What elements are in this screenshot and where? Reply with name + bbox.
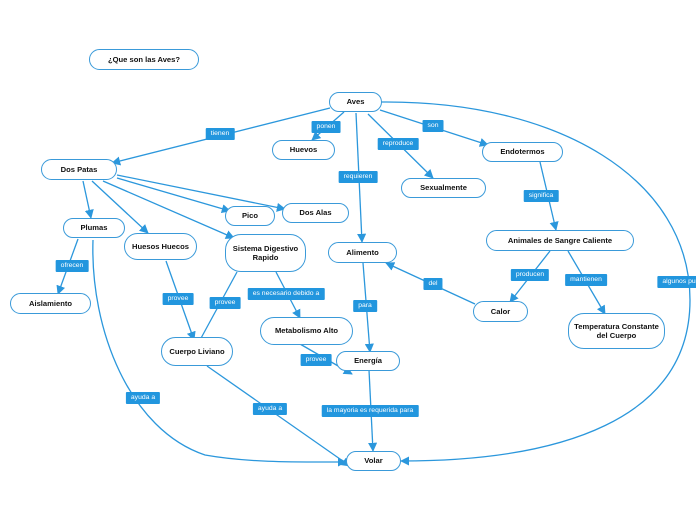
label-es-necesario: es necesario debido a [247, 288, 325, 300]
label-ayuda-cuerpo: ayuda a [252, 403, 288, 415]
label-ayuda-plumas: ayuda a [125, 392, 161, 404]
node-alimento[interactable]: Alimento [328, 242, 397, 263]
label-requieren: requieren [338, 171, 378, 183]
node-metabolismo-alto[interactable]: Metabolismo Alto [260, 317, 353, 345]
node-calor[interactable]: Calor [473, 301, 528, 322]
node-aves[interactable]: Aves [329, 92, 382, 112]
node-animales-sangre-caliente[interactable]: Animales de Sangre Caliente [486, 230, 634, 251]
node-temperatura-constante[interactable]: Temperatura Constante del Cuerpo [568, 313, 665, 349]
node-question[interactable]: ¿Que son las Aves? [89, 49, 199, 70]
label-producen: producen [510, 269, 550, 281]
node-plumas[interactable]: Plumas [63, 218, 125, 238]
node-dos-alas[interactable]: Dos Alas [282, 203, 349, 223]
node-huesos-huecos[interactable]: Huesos Huecos [124, 233, 197, 260]
label-reproduce: reproduce [377, 138, 419, 150]
label-ponen: ponen [311, 121, 341, 133]
edge-patas-alas [116, 174, 286, 212]
node-pico[interactable]: Pico [225, 206, 275, 226]
label-mantienen: mantienen [565, 274, 607, 286]
edge-patas-pico [116, 177, 231, 214]
node-energia[interactable]: Energía [336, 351, 400, 371]
label-provee-metabolismo: provee [300, 354, 332, 366]
node-cuerpo-liviano[interactable]: Cuerpo Liviano [161, 337, 233, 366]
label-provee-sistema: provee [209, 297, 241, 309]
label-provee-huesos: provee [162, 293, 194, 305]
label-mayoria: la mayoria es requerida para [321, 405, 419, 417]
node-sistema-digestivo[interactable]: Sistema Digestivo Rapido [225, 234, 306, 272]
edge-patas-plumas [82, 180, 94, 219]
node-aislamiento[interactable]: Aislamiento [10, 293, 91, 314]
node-dos-patas[interactable]: Dos Patas [41, 159, 117, 180]
label-tienen: tienen [205, 128, 235, 140]
edge-plumas-volar [92, 239, 347, 467]
edge-cuerpo-volar [206, 365, 351, 467]
label-ofrecen: ofrecen [55, 260, 89, 272]
edge-patas-sistema [102, 180, 235, 239]
edge-aves-volar [379, 101, 691, 466]
node-endotermos[interactable]: Endotermos [482, 142, 563, 162]
label-son: son [422, 120, 444, 132]
label-del: del [423, 278, 443, 290]
label-para: para [353, 300, 377, 312]
node-huevos[interactable]: Huevos [272, 140, 335, 160]
edge-patas-huesos [91, 180, 149, 234]
label-algunos: algunos pu [657, 276, 696, 288]
label-significa: significa [523, 190, 559, 202]
node-volar[interactable]: Volar [346, 451, 401, 471]
node-sexualmente[interactable]: Sexualmente [401, 178, 486, 198]
